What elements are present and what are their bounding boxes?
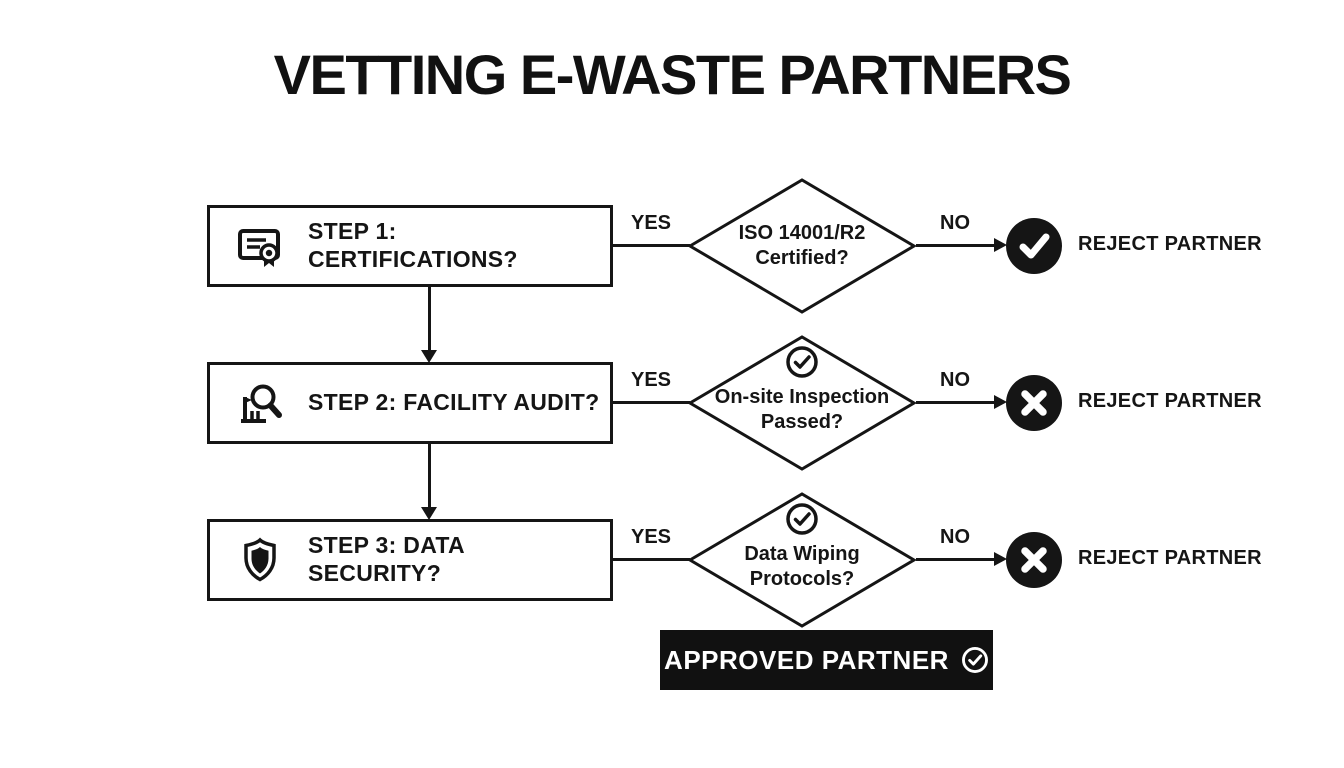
step1-to-step2-connector (428, 287, 431, 351)
page-title: VETTING E-WASTE PARTNERS (273, 43, 1072, 106)
yes-connector (613, 244, 690, 247)
no-label: NO (940, 212, 970, 234)
decision-text: Data Wiping Protocols? (744, 543, 860, 590)
flow-row-2: STEP 2: FACILITY AUDIT? YES On-site Insp… (0, 333, 1344, 473)
decision-text: On-site Inspection Passed? (714, 386, 890, 433)
outcome-label: REJECT PARTNER (1078, 390, 1262, 412)
yes-label: YES (630, 526, 672, 548)
arrowhead-icon (421, 350, 437, 363)
decision-diamond (687, 335, 917, 471)
no-label: NO (940, 369, 970, 391)
arrowhead-icon (994, 395, 1007, 409)
yes-connector (613, 558, 690, 561)
yes-label: YES (630, 212, 672, 234)
arrowhead-icon (421, 507, 437, 520)
step-label: STEP 3: DATA SECURITY? (308, 532, 465, 586)
flow-row-3: STEP 3: DATA SECURITY? YES Data Wiping P… (0, 490, 1344, 630)
arrowhead-icon (994, 552, 1007, 566)
check-circle-icon (961, 647, 988, 673)
x-icon (1006, 375, 1062, 431)
x-icon (1006, 532, 1062, 588)
no-connector (916, 244, 995, 247)
outcome-label: REJECT PARTNER (1078, 233, 1262, 255)
yes-connector (613, 401, 690, 404)
facility-audit-icon (236, 379, 284, 427)
check-icon (1006, 218, 1062, 274)
arrowhead-icon (994, 238, 1007, 252)
decision-diamond (687, 492, 917, 628)
approved-partner-label: APPROVED PARTNER (664, 644, 949, 675)
step-box-facility-audit: STEP 2: FACILITY AUDIT? (207, 362, 613, 444)
yes-label: YES (630, 369, 672, 391)
step-label: STEP 2: FACILITY AUDIT? (308, 389, 600, 416)
check-circle-icon (786, 346, 818, 378)
step2-to-step3-connector (428, 444, 431, 508)
step-label: STEP 1: CERTIFICATIONS? (308, 218, 518, 272)
decision-text: ISO 14001/R2 Certified? (738, 222, 866, 269)
no-connector (916, 558, 995, 561)
approved-partner-box: APPROVED PARTNER (660, 630, 993, 690)
no-connector (916, 401, 995, 404)
shield-icon (236, 536, 284, 584)
certificate-icon (236, 222, 284, 270)
check-circle-icon (786, 503, 818, 535)
decision-diamond (687, 178, 917, 314)
step-box-data-security: STEP 3: DATA SECURITY? (207, 519, 613, 601)
flow-row-1: STEP 1: CERTIFICATIONS? YES ISO 14001/R2… (0, 176, 1344, 316)
outcome-label: REJECT PARTNER (1078, 547, 1262, 569)
no-label: NO (940, 526, 970, 548)
step-box-certifications: STEP 1: CERTIFICATIONS? (207, 205, 613, 287)
